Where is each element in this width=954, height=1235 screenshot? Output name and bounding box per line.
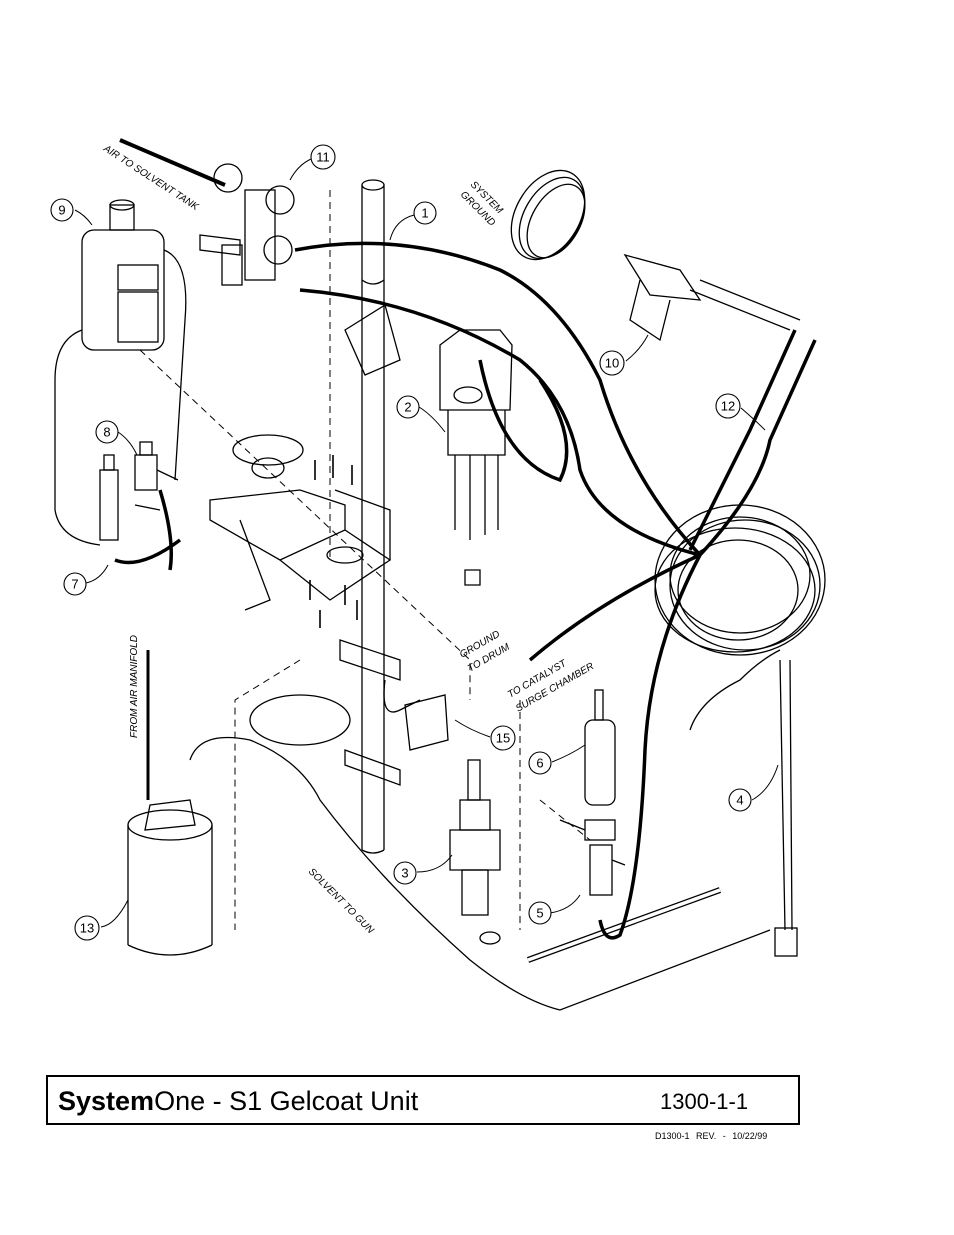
catalyst-pump [449, 759, 501, 945]
suction-probe [689, 649, 798, 957]
pump [439, 329, 513, 586]
solvent-reservoir [54, 199, 187, 546]
solvent-to-gun-label: SOLVENT TO GUN [306, 866, 376, 936]
svg-text:13: 13 [80, 921, 94, 936]
callout-6: 6 [528, 751, 552, 775]
mounting-plate [209, 434, 392, 611]
revision-date: 10/22/99 [732, 1131, 768, 1141]
exploded-parts-diagram: AIR TO SOLVENT TANK SYSTEM GROUND GROUND… [50, 138, 826, 1011]
svg-text:4: 4 [736, 793, 743, 808]
dashed-guide-lines [139, 190, 591, 930]
regulator-manifold [199, 163, 295, 286]
svg-text:6: 6 [536, 756, 543, 771]
callout-7: 7 [63, 572, 87, 596]
svg-text:2: 2 [404, 400, 411, 415]
svg-text:5: 5 [536, 906, 543, 921]
svg-text:1: 1 [421, 206, 428, 221]
revision-footer: D1300-1 REV. - 10/22/99 [655, 1131, 767, 1141]
valve-assembly [99, 441, 182, 571]
svg-text:9: 9 [58, 203, 65, 218]
svg-text:7: 7 [71, 577, 78, 592]
callout-12: 12 [715, 393, 741, 419]
callout-11: 11 [310, 144, 336, 170]
black-hoses [294, 241, 817, 940]
hose-coil [654, 504, 826, 656]
drawing-code: 1300-1-1 [660, 1089, 749, 1114]
callout-4: 4 [728, 788, 752, 812]
callout-10: 10 [599, 350, 625, 376]
callout-9: 9 [50, 198, 74, 222]
callout-15: 15 [490, 725, 516, 751]
unit-name: - S1 Gelcoat Unit [205, 1086, 419, 1116]
callout-3: 3 [393, 861, 417, 885]
bolts [309, 455, 358, 628]
svg-text:15: 15 [496, 731, 510, 746]
catalyst-valve [404, 694, 449, 751]
svg-text:11: 11 [316, 150, 330, 165]
callout-8: 8 [95, 420, 119, 444]
lower-mounts [249, 639, 421, 786]
spray-gun [623, 253, 801, 342]
pole-bracket [344, 303, 401, 376]
callout-1: 1 [413, 201, 437, 225]
ground-coil [510, 169, 586, 261]
leader-lines [74, 158, 779, 928]
solvent-tank [127, 799, 213, 956]
support-pole [361, 179, 385, 854]
brand-bold: System [58, 1086, 155, 1116]
from-air-manifold-label: FROM AIR MANIFOLD [129, 635, 140, 738]
callout-13: 13 [74, 915, 100, 941]
drawing-title: SystemOne - S1 Gelcoat Unit [58, 1086, 418, 1117]
solvent-hose [189, 736, 771, 1011]
callout-2: 2 [396, 395, 420, 419]
callout-5: 5 [528, 901, 552, 925]
title-block: SystemOne - S1 Gelcoat Unit 1300-1-1 [46, 1075, 800, 1125]
path-labels: AIR TO SOLVENT TANK SYSTEM GROUND GROUND… [101, 143, 596, 937]
drawing-number: D1300-1 [655, 1131, 690, 1141]
revision: REV. - [696, 1131, 726, 1141]
svg-text:8: 8 [103, 425, 110, 440]
svg-text:3: 3 [401, 866, 408, 881]
svg-text:12: 12 [721, 399, 735, 414]
brand-regular: One [154, 1086, 206, 1116]
svg-text:10: 10 [605, 356, 619, 371]
callouts: 1 2 3 4 5 6 7 8 9 10 11 12 13 15 [50, 144, 752, 941]
surge-chamber [559, 689, 626, 896]
